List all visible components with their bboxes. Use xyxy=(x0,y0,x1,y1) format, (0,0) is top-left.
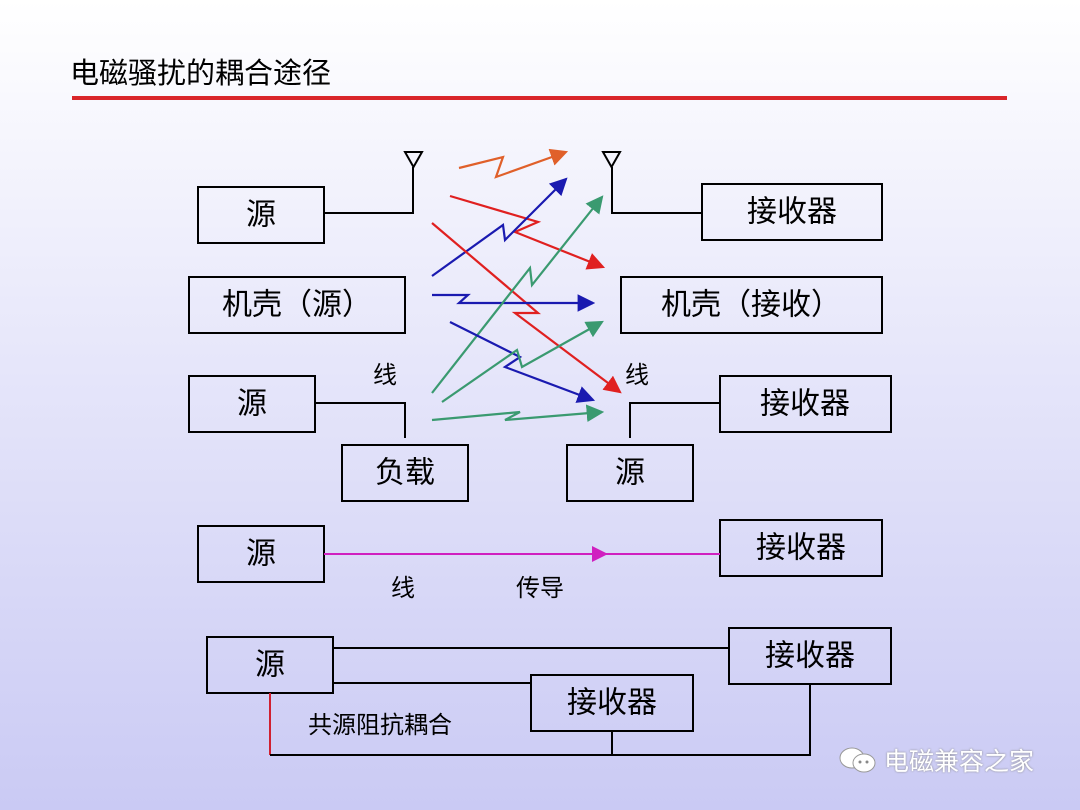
radiation-arrow xyxy=(458,148,569,179)
load-box: 负载 xyxy=(341,444,469,502)
svg-text:接收器: 接收器 xyxy=(567,686,657,721)
line-right-source-box: 源 xyxy=(566,444,694,502)
wechat-icon xyxy=(838,746,878,774)
radiation-arrow xyxy=(431,177,568,277)
page-title: 电磁骚扰的耦合途径 xyxy=(70,56,332,90)
svg-text:接收器: 接收器 xyxy=(765,639,855,674)
watermark-text: 电磁兼容之家 xyxy=(884,747,1035,776)
line-receiver-box: 接收器 xyxy=(719,375,892,433)
ci-source-box: 源 xyxy=(206,636,334,694)
svg-text:接收器: 接收器 xyxy=(760,387,850,422)
conduction-receiver-box: 接收器 xyxy=(719,519,883,577)
ci-receiver-2-box: 接收器 xyxy=(530,674,694,732)
svg-text:源: 源 xyxy=(246,537,276,572)
ci-label: 共源阻抗耦合 xyxy=(308,711,452,739)
radiation-arrow xyxy=(431,404,605,423)
conduction-line-label: 线 xyxy=(391,574,415,602)
watermark: 电磁兼容之家 xyxy=(838,742,1034,778)
line-source-box: 源 xyxy=(188,375,316,433)
receiver-box: 接收器 xyxy=(701,183,883,241)
radiation-arrow xyxy=(432,293,596,312)
conduction-label: 传导 xyxy=(516,574,564,602)
ci-receiver-1-box: 接收器 xyxy=(728,627,892,685)
svg-text:接收器: 接收器 xyxy=(747,195,837,230)
svg-text:源: 源 xyxy=(237,387,267,422)
radiation-arrow xyxy=(431,222,622,394)
radiation-arrow xyxy=(441,320,604,403)
antenna-left-icon xyxy=(325,151,424,214)
line-left-label: 线 xyxy=(373,361,397,389)
line-right-label: 线 xyxy=(625,361,649,389)
svg-text:机壳（源）: 机壳（源） xyxy=(222,288,372,323)
svg-text:源: 源 xyxy=(246,198,276,233)
right-wire xyxy=(629,402,720,438)
svg-text:负载: 负载 xyxy=(375,456,435,491)
radiation-arrow xyxy=(431,195,604,394)
svg-text:机壳（接收）: 机壳（接收） xyxy=(661,288,841,323)
conduction-source-box: 源 xyxy=(197,525,325,583)
radiation-arrow xyxy=(449,321,596,403)
svg-text:接收器: 接收器 xyxy=(756,531,846,566)
source-box: 源 xyxy=(197,186,325,244)
left-wire xyxy=(315,402,406,438)
svg-text:源: 源 xyxy=(615,456,645,491)
chassis-receiver-box: 机壳（接收） xyxy=(620,276,883,334)
ci-return-wire xyxy=(270,684,811,756)
antenna-right-icon xyxy=(601,151,702,214)
chassis-source-box: 机壳（源） xyxy=(188,276,406,334)
svg-text:源: 源 xyxy=(255,648,285,683)
